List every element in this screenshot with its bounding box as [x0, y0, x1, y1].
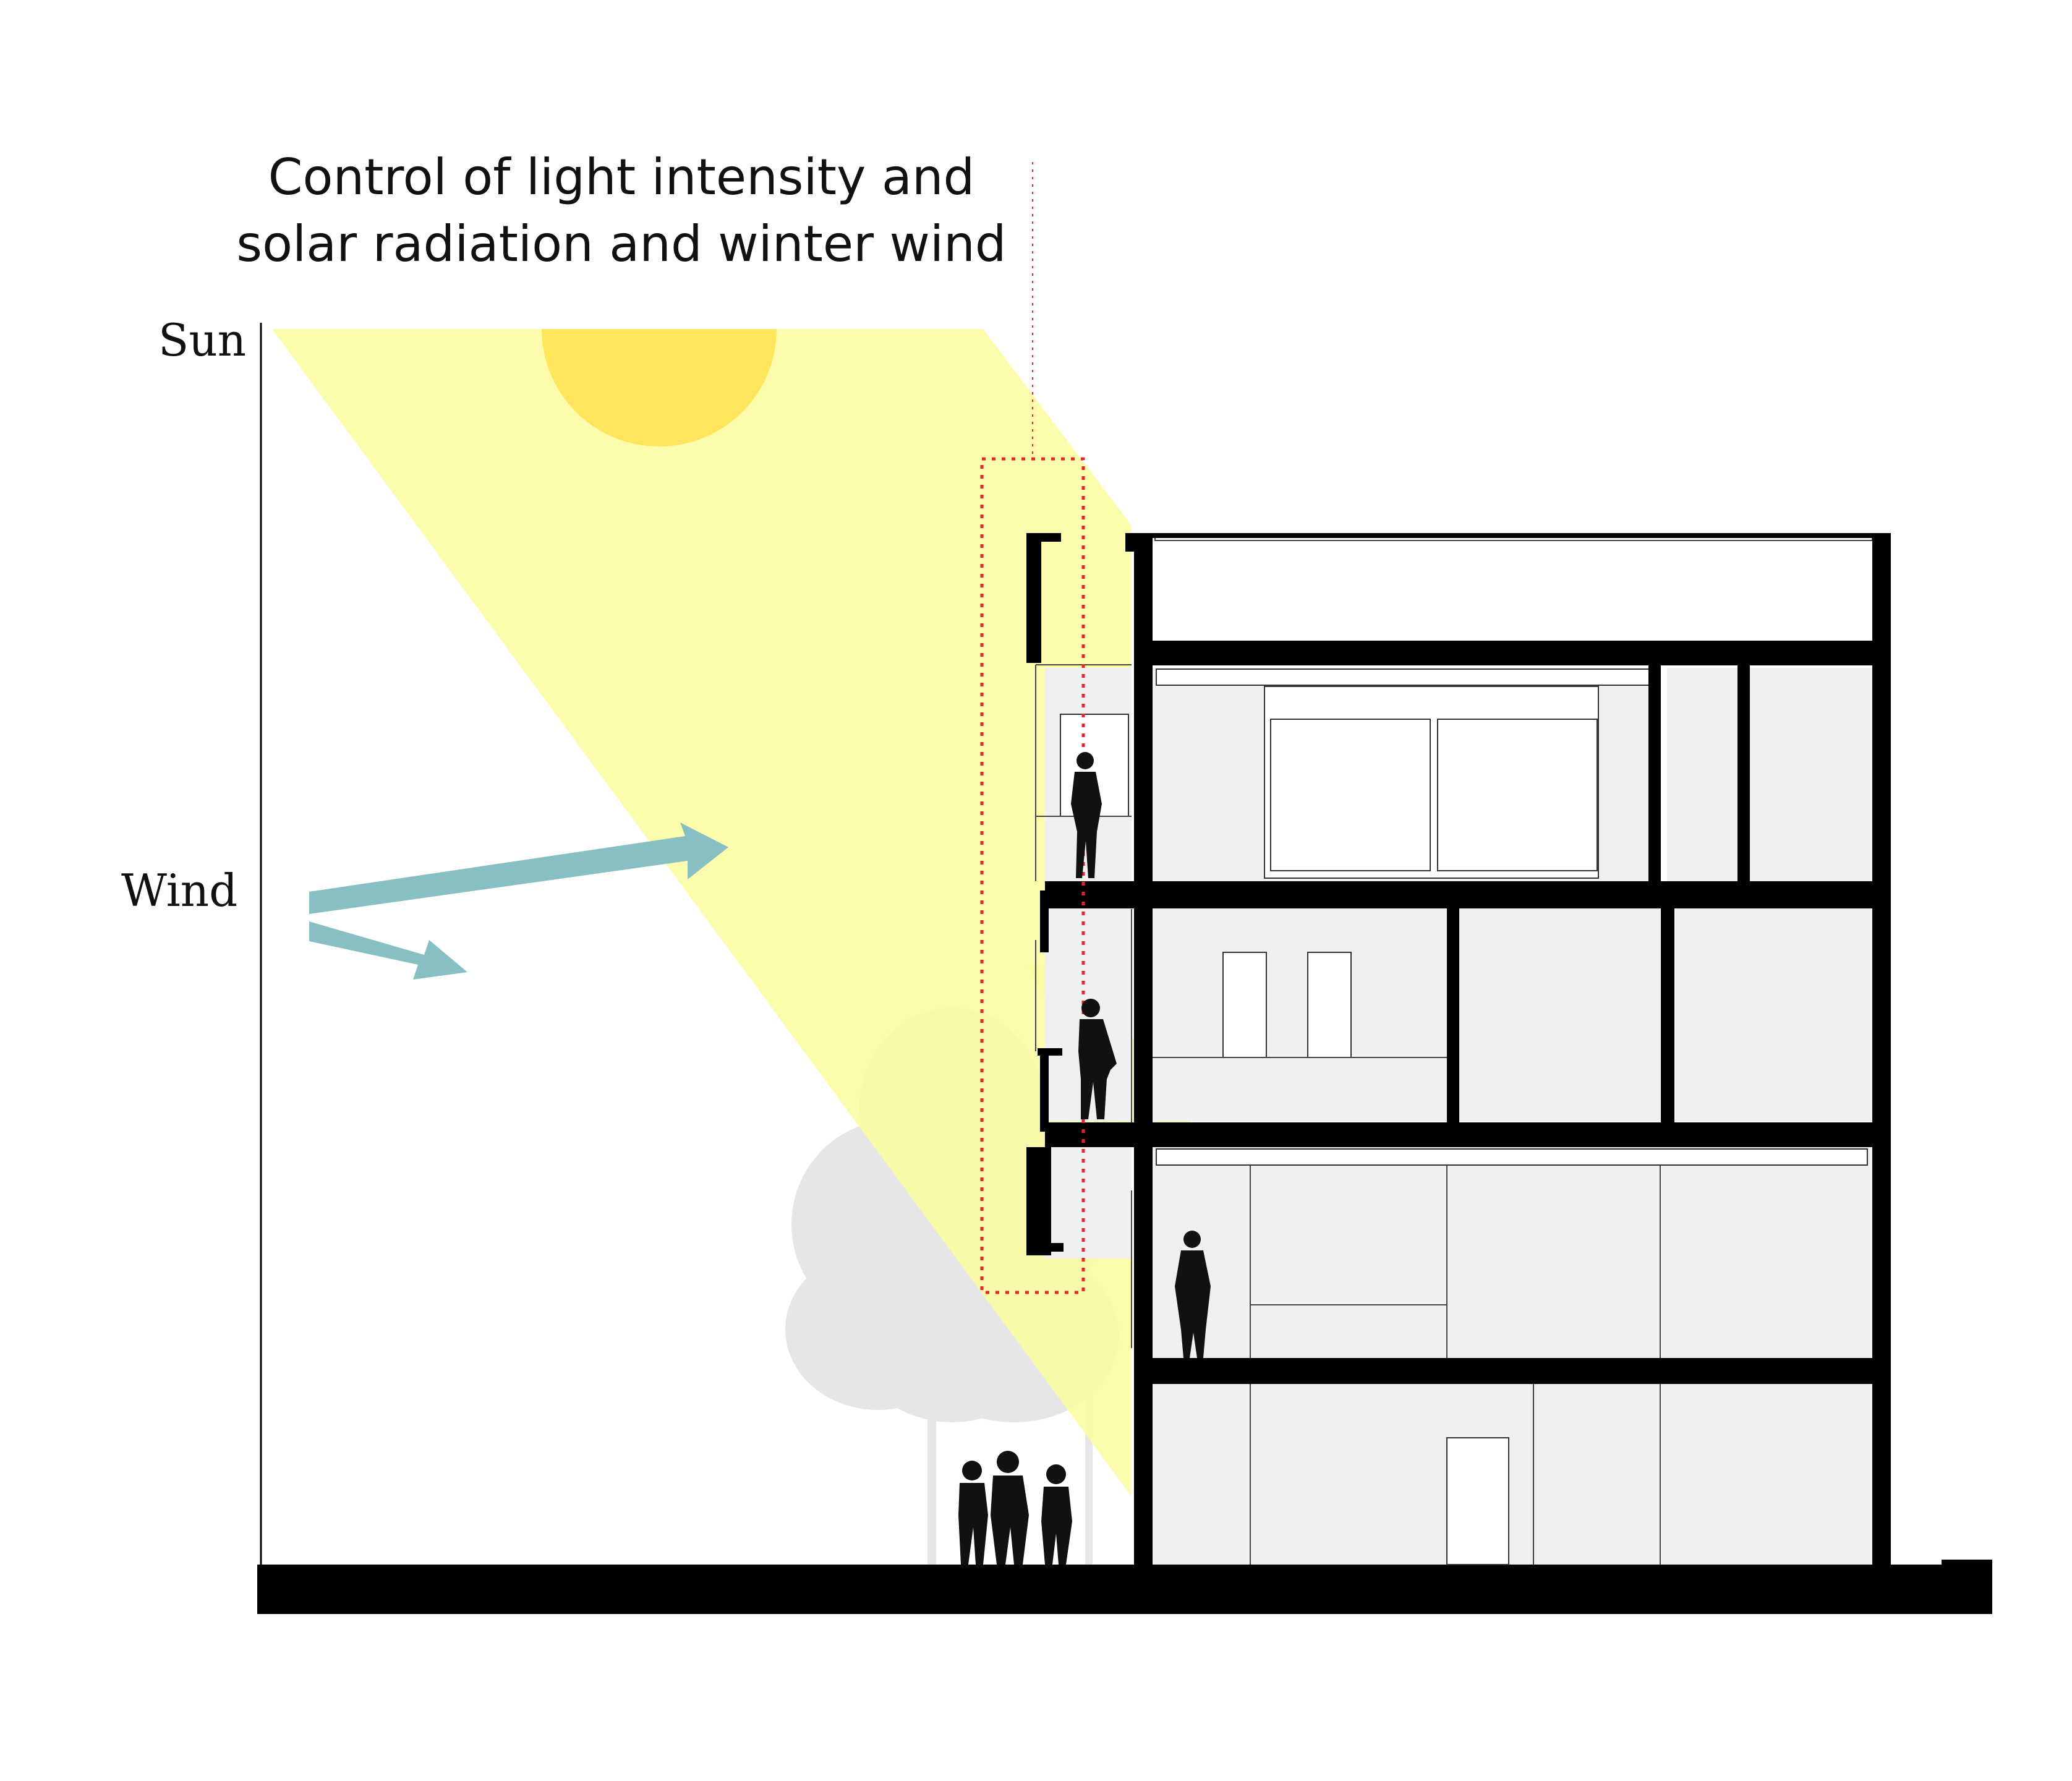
diagram-title-line-2: solar radiation and winter wind [236, 215, 1007, 273]
wind-label: Wind [121, 865, 238, 916]
ground-slab [257, 1565, 1992, 1614]
sun-disc-icon [542, 329, 777, 446]
facade-highlight-box [980, 457, 1085, 1294]
sun-beam [272, 329, 1132, 1497]
interior-elements [1060, 668, 1868, 1565]
wind-arrow-icon [309, 822, 728, 980]
building-structure [1026, 533, 1891, 1566]
diagram-title-line-1: Control of light intensity and [268, 148, 975, 206]
sun-label: Sun [158, 314, 247, 366]
person-silhouette-icon [958, 752, 1211, 1565]
